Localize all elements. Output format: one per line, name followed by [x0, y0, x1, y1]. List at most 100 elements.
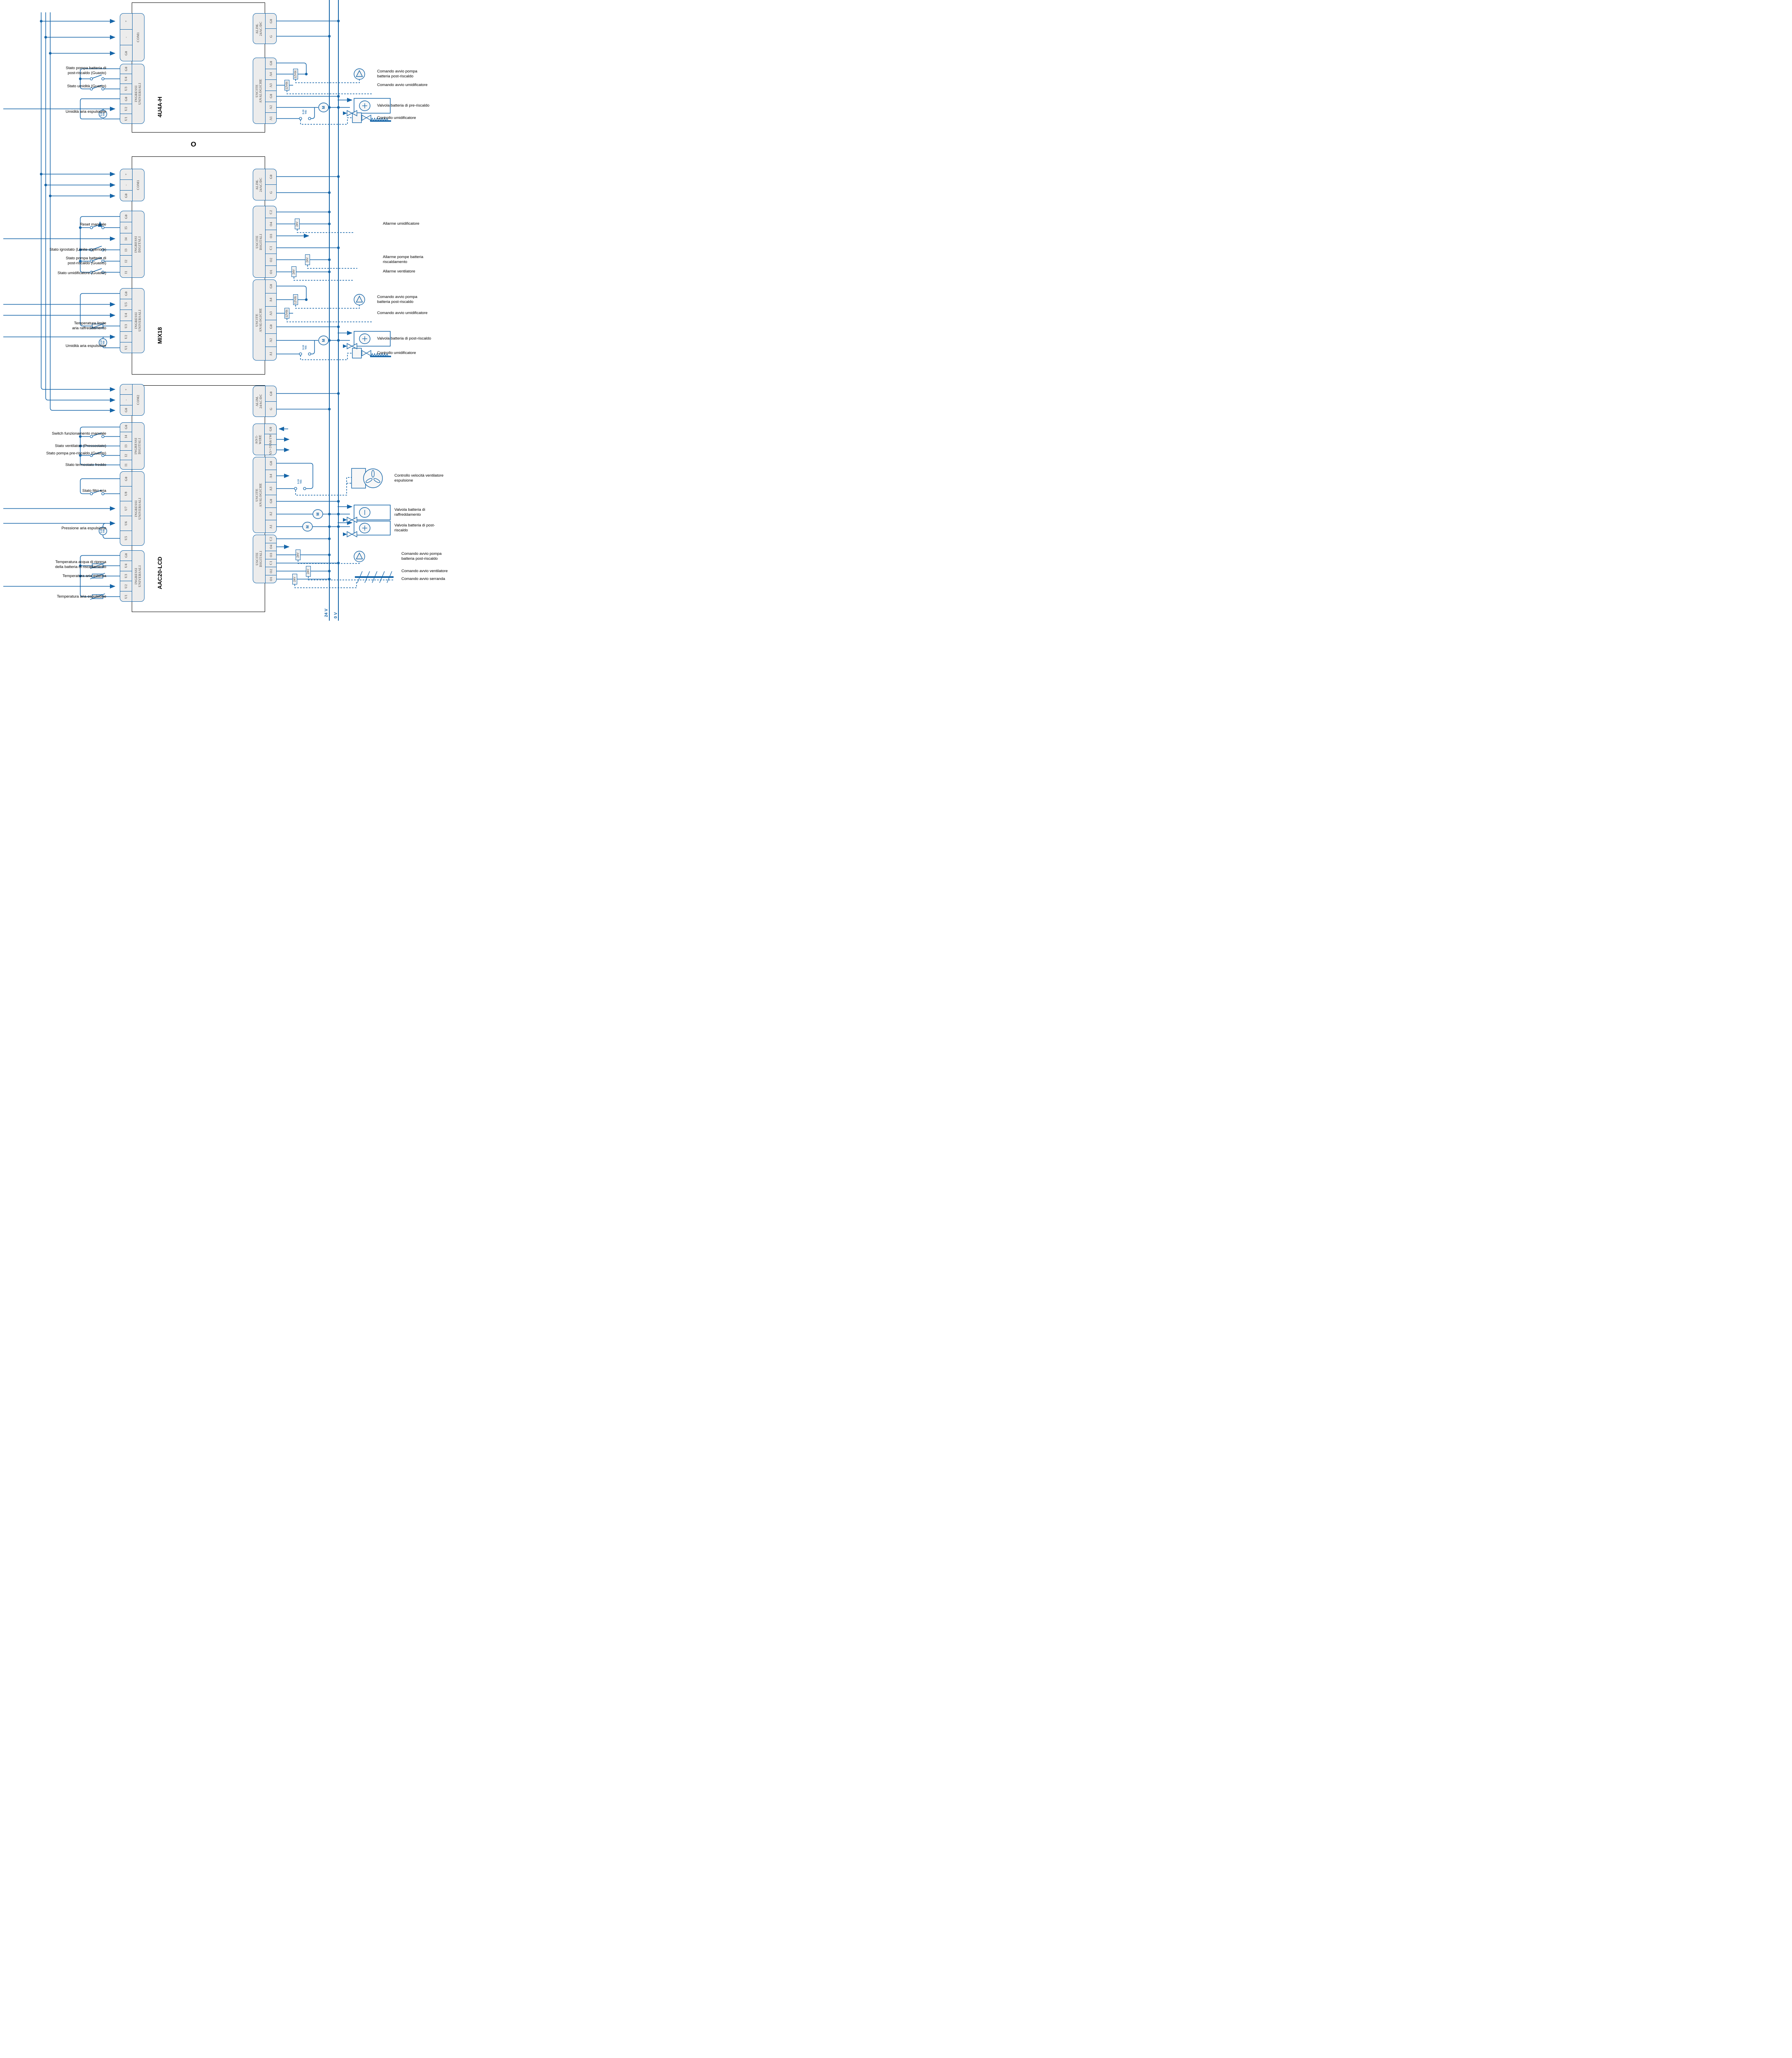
motor-label: M — [305, 525, 310, 528]
or-separator: O — [191, 140, 196, 148]
terminal-i4: I4 — [120, 233, 132, 244]
terminal-u2: U2 — [120, 581, 132, 592]
fan-housing-icon — [351, 468, 366, 489]
tag-24v: 24V — [292, 574, 297, 584]
bus-0v-label: 0 V — [333, 612, 338, 619]
terminal-a6-1w: A6/1W — [264, 434, 276, 445]
terminal-o4: O4 — [266, 543, 276, 551]
terminal--: - — [120, 30, 133, 46]
title-mix18: MIX18 — [156, 327, 163, 344]
label-c2-i1: Stato termostato freddo — [65, 462, 106, 467]
terminal-g0: G0 — [264, 424, 276, 435]
strip-group-label: AO/1-WIRE — [253, 424, 265, 455]
strip-group-label: USCITE ANALOGICHE — [253, 457, 266, 533]
label-c0-u4: Stato pompa batteria di post-riscaldo (G… — [65, 65, 106, 75]
tag-12vdc: 12Vdc — [293, 294, 298, 305]
terminal-u3: U3 — [120, 84, 132, 94]
damper-icon — [355, 571, 394, 583]
terminal-a1: A1 — [269, 524, 273, 529]
label-c0-a4: Comando avvio pompa batteria post-riscal… — [377, 69, 417, 79]
terminal-u2: U2 — [120, 104, 132, 114]
terminal-u3: U3 — [120, 571, 132, 582]
terminal-g0: G0 — [120, 64, 132, 74]
terminal-g0: G0 — [266, 58, 276, 69]
label-c0-u1: Umidità aria espulsione — [65, 109, 106, 114]
terminal-a2: A2 — [266, 102, 276, 113]
terminal-a1: A1 — [269, 116, 273, 121]
terminal-u2: U2 — [120, 332, 132, 342]
terminal-g0: G0 — [266, 386, 276, 402]
terminal-+: + — [120, 169, 133, 180]
terminal-+: + — [120, 14, 133, 30]
com-rail-plus — [41, 12, 116, 392]
terminal-a4: A4 — [266, 69, 276, 80]
label-c2-u5: Pressione aria espulsione — [61, 526, 106, 531]
strip-group-label: COM1 — [132, 14, 144, 61]
wiring-layer — [3, 0, 394, 621]
strip-group-label: USCITE ANALOGICHE — [253, 58, 266, 123]
strip-group-label: INGRESSI UNIVERSALI — [132, 551, 144, 601]
terminal-a4: A4 — [266, 470, 276, 483]
terminal--: - — [120, 395, 133, 405]
tag-12vdc: 12Vdc — [284, 308, 289, 319]
terminal-a4: A4 — [266, 293, 276, 307]
terminal-+: + — [120, 384, 133, 395]
terminal-g0: G0 — [266, 457, 276, 470]
tag-12vdc: 12Vdc — [293, 69, 298, 79]
label-c1-o2: Allarme pompe batteria riscaldamento — [383, 254, 424, 264]
terminal-u5: U5 — [120, 299, 132, 310]
label-c2-i4: Switch funzionamento manuale — [51, 431, 106, 436]
terminal-u1: U1 — [124, 116, 128, 121]
label-c2-o3: Comando avvio pompa batteria post-riscal… — [401, 551, 442, 561]
terminal-i1: I1 — [124, 463, 128, 466]
terminal--: - — [120, 180, 133, 191]
label-c2-i3: Stato ventilatori (Pressostato) — [55, 443, 106, 448]
terminal-u3: U3 — [120, 321, 132, 332]
terminal-g0: G0 — [266, 280, 276, 293]
terminal-u5: U5 — [124, 536, 128, 540]
terminal-g0: G0 — [124, 408, 128, 413]
terminal-a3: A3 — [266, 80, 276, 91]
label-c0-a1: Controllo umidificatore — [377, 115, 416, 120]
terminal-u8: U8 — [120, 487, 132, 501]
terminal-u1: U1 — [124, 594, 128, 599]
terminal-i3: I3 — [120, 244, 132, 256]
terminal-a3: A3 — [266, 307, 276, 321]
label-c1-i5: Reset manuale — [80, 222, 106, 227]
terminal-u4: U4 — [120, 74, 132, 84]
terminal-g: G — [269, 407, 273, 411]
pump-icon — [354, 294, 365, 305]
terminal-o4: O4 — [266, 218, 276, 230]
tag-12vdc: 12Vdc — [284, 80, 289, 91]
terminal-g0: G0 — [266, 320, 276, 334]
tag-24v: 24V — [306, 566, 311, 577]
signal-0-10vdc: 0-10 Vdc — [297, 479, 303, 484]
terminal-g0: G0 — [124, 51, 128, 56]
label-c1-a3: Comando avvio umidificatore — [377, 310, 428, 315]
terminal-g: G — [269, 191, 273, 194]
strip-group-label: ALIM. 24AC/DC — [253, 14, 266, 44]
motor-label: M — [322, 106, 326, 109]
strip-group-label: INGRESSI DIGITALI — [132, 211, 144, 277]
tag-24v: 24V — [305, 254, 310, 265]
label-c2-a3: Controllo velocità ventilatore espulsion… — [394, 473, 444, 483]
terminal-i4: I4 — [120, 432, 132, 442]
terminal-g0: G0 — [124, 193, 128, 198]
label-c0-a3: Comando avvio umidificatore — [377, 82, 428, 87]
motor-label: M — [322, 339, 326, 342]
com-rail-minus — [45, 12, 116, 403]
terminal-o3: O3 — [266, 230, 276, 242]
terminal-c2: C2 — [266, 206, 276, 218]
com-rail-g0 — [50, 12, 116, 413]
label-c2-u4: Temperatura acqua di ripresa della batte… — [55, 559, 106, 569]
terminal-g0: G0 — [266, 91, 276, 102]
label-c2-u1: Temperatura aria espulsione — [57, 594, 106, 599]
label-c0-u3: Stato umidità (Guasto) — [67, 84, 106, 88]
